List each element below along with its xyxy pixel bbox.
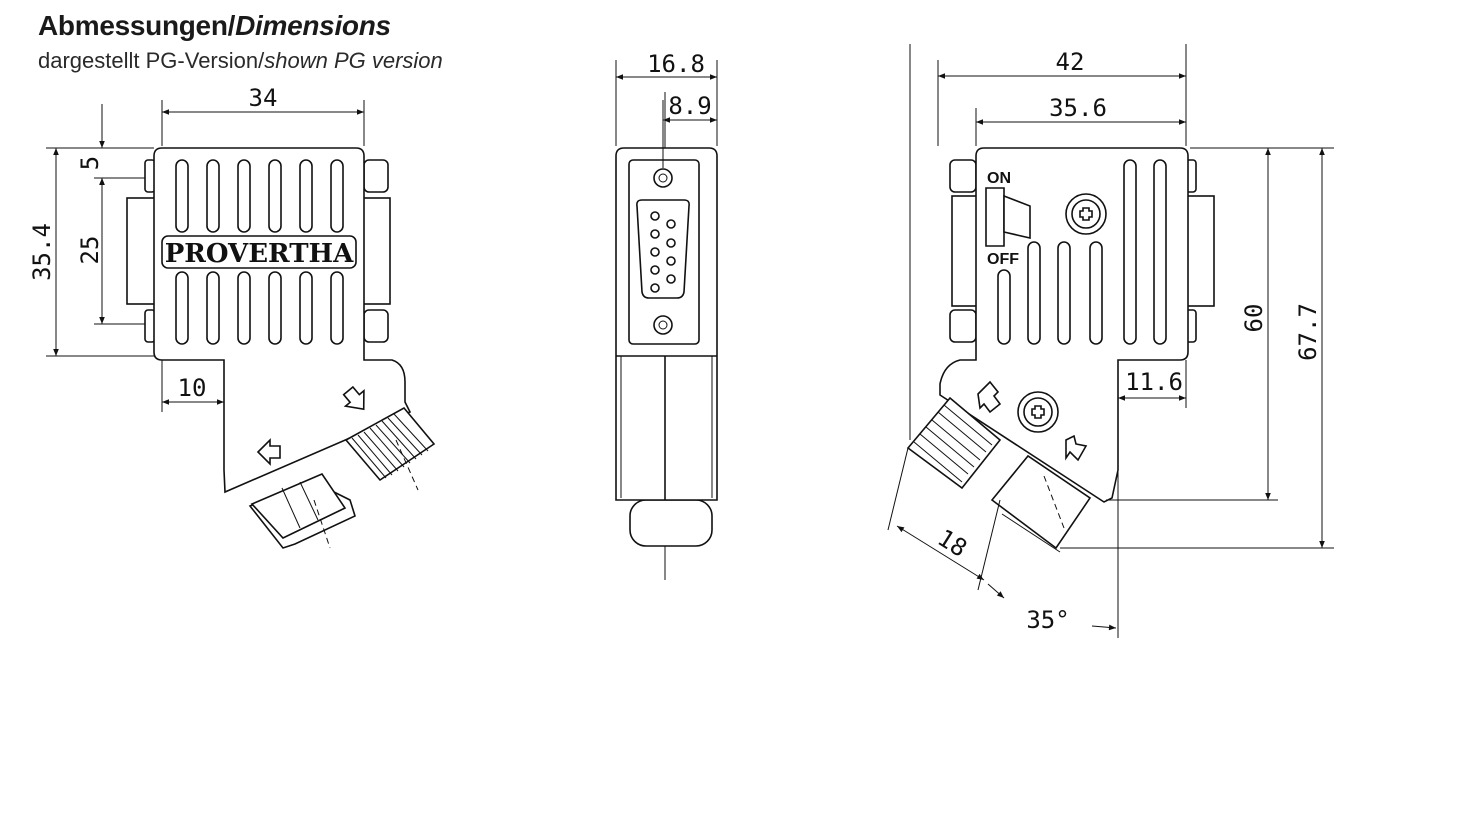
page-title: Abmessungen/Dimensions — [38, 10, 391, 42]
front-arrow-left-icon — [256, 438, 281, 466]
dip-switch-lever[interactable] — [1003, 194, 1031, 240]
rear-ribs — [997, 159, 1167, 345]
brand-logo: PROVERTHA — [165, 239, 354, 269]
switch-on-label: ON — [987, 170, 1011, 187]
page-subtitle: dargestellt PG-Version/shown PG version — [38, 48, 443, 74]
rear-screw-upper-icon — [1065, 193, 1107, 235]
rear-dim-height-inner: 60 — [1240, 304, 1268, 333]
front-dim-height: 35.4 — [28, 223, 56, 281]
title-english: Dimensions — [235, 10, 391, 41]
side-dim-total: 16.8 — [647, 50, 705, 78]
front-arrow-up-icon — [342, 385, 365, 411]
front-view: PROVERTHA — [28, 84, 436, 549]
front-dim-offset: 10 — [178, 374, 207, 402]
rear-dim-height-total: 67.7 — [1294, 303, 1322, 361]
front-dsub-left — [126, 197, 156, 305]
rear-dsub-right — [1185, 195, 1215, 307]
title-german: Abmessungen/ — [38, 10, 236, 41]
rear-screw-lower-icon — [1017, 391, 1059, 433]
dip-switch-body — [985, 187, 1005, 247]
front-ribs-top — [175, 159, 344, 233]
rear-dim-width: 42 — [1056, 48, 1085, 76]
front-ribs-bottom — [175, 271, 344, 345]
rear-dim-small: 11.6 — [1125, 368, 1183, 396]
rear-dim-inner-width: 35.6 — [1049, 94, 1107, 122]
front-dim-width: 34 — [249, 84, 278, 112]
front-cable-outlet-right — [344, 406, 436, 491]
switch-off-label: OFF — [987, 251, 1019, 268]
rear-view: ON OFF — [887, 44, 1334, 638]
front-dim-mid: 25 — [76, 236, 104, 265]
rear-cable-outlet-right — [990, 454, 1092, 553]
side-dim-inner: 8.9 — [668, 92, 711, 120]
front-dsub-right — [361, 197, 391, 305]
front-cable-outlet-left — [248, 473, 356, 549]
side-plate — [628, 159, 700, 345]
side-view: 16.8 8.9 — [615, 50, 718, 580]
subtitle-german: dargestellt PG-Version/ — [38, 48, 265, 73]
rear-screw-bottom-left — [949, 309, 977, 343]
rear-arrow-up-icon — [977, 380, 1002, 414]
dsub-pins — [650, 211, 676, 293]
subtitle-english: shown PG version — [264, 48, 443, 73]
rear-cable-outlet-left — [906, 396, 1002, 490]
brand-plate — [161, 235, 357, 269]
front-dim-top: 5 — [76, 156, 104, 170]
front-screw-bottom-right — [363, 309, 389, 343]
front-screw-top-right — [363, 159, 389, 193]
side-screw-bottom — [653, 315, 673, 335]
rear-arrow-right-icon — [1065, 434, 1088, 462]
side-screw-top — [653, 168, 673, 188]
rear-dim-angle: 35° — [1026, 606, 1069, 634]
rear-screw-top-left — [949, 159, 977, 193]
side-cable-end — [629, 499, 713, 547]
rear-dim-cable: 18 — [933, 524, 972, 563]
dsub-socket — [636, 199, 690, 299]
